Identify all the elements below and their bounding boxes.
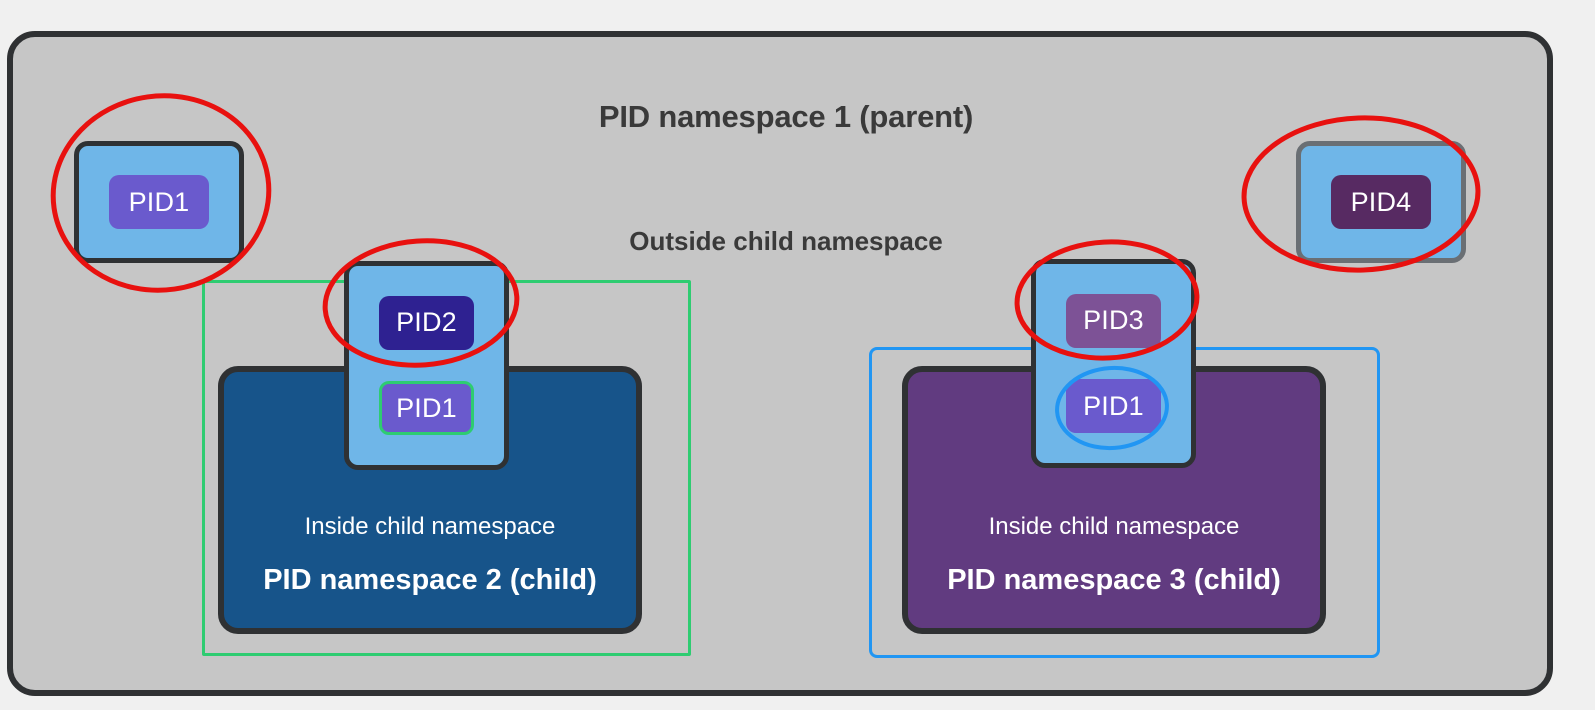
process-card-pid4[interactable]: PID4 [1296, 141, 1466, 263]
pid-badge-pid1-in-namespace-2[interactable]: PID1 [379, 381, 474, 436]
pid-badge-pid2[interactable]: PID2 [379, 295, 474, 350]
pid-badge-pid1-in-namespace-3[interactable]: PID1 [1066, 379, 1161, 434]
child-namespace-3-title: PID namespace 3 (child) [947, 564, 1281, 596]
child-namespace-2-box: Inside child namespace PID namespace 2 (… [218, 366, 642, 634]
process-card-pid1-parent[interactable]: PID1 [74, 141, 244, 263]
page-title: PID namespace 1 (parent) [598, 99, 974, 134]
pid-badge-pid3[interactable]: PID3 [1066, 293, 1161, 348]
outside-child-namespace-label: Outside child namespace [629, 226, 943, 256]
pid-badge-pid4[interactable]: PID4 [1331, 175, 1431, 229]
inside-child-namespace-label-2: Inside child namespace [304, 513, 556, 540]
process-card-pid3[interactable]: PID3 PID1 [1031, 259, 1196, 468]
child-namespace-3-box: Inside child namespace PID namespace 3 (… [902, 366, 1326, 634]
inside-child-namespace-label-3: Inside child namespace [988, 513, 1240, 540]
process-card-pid2[interactable]: PID2 PID1 [344, 261, 509, 470]
pid-badge-pid1-parent[interactable]: PID1 [109, 175, 209, 229]
parent-namespace-container: PID namespace 1 (parent) Outside child n… [7, 31, 1553, 696]
child-namespace-2-title: PID namespace 2 (child) [263, 564, 597, 596]
